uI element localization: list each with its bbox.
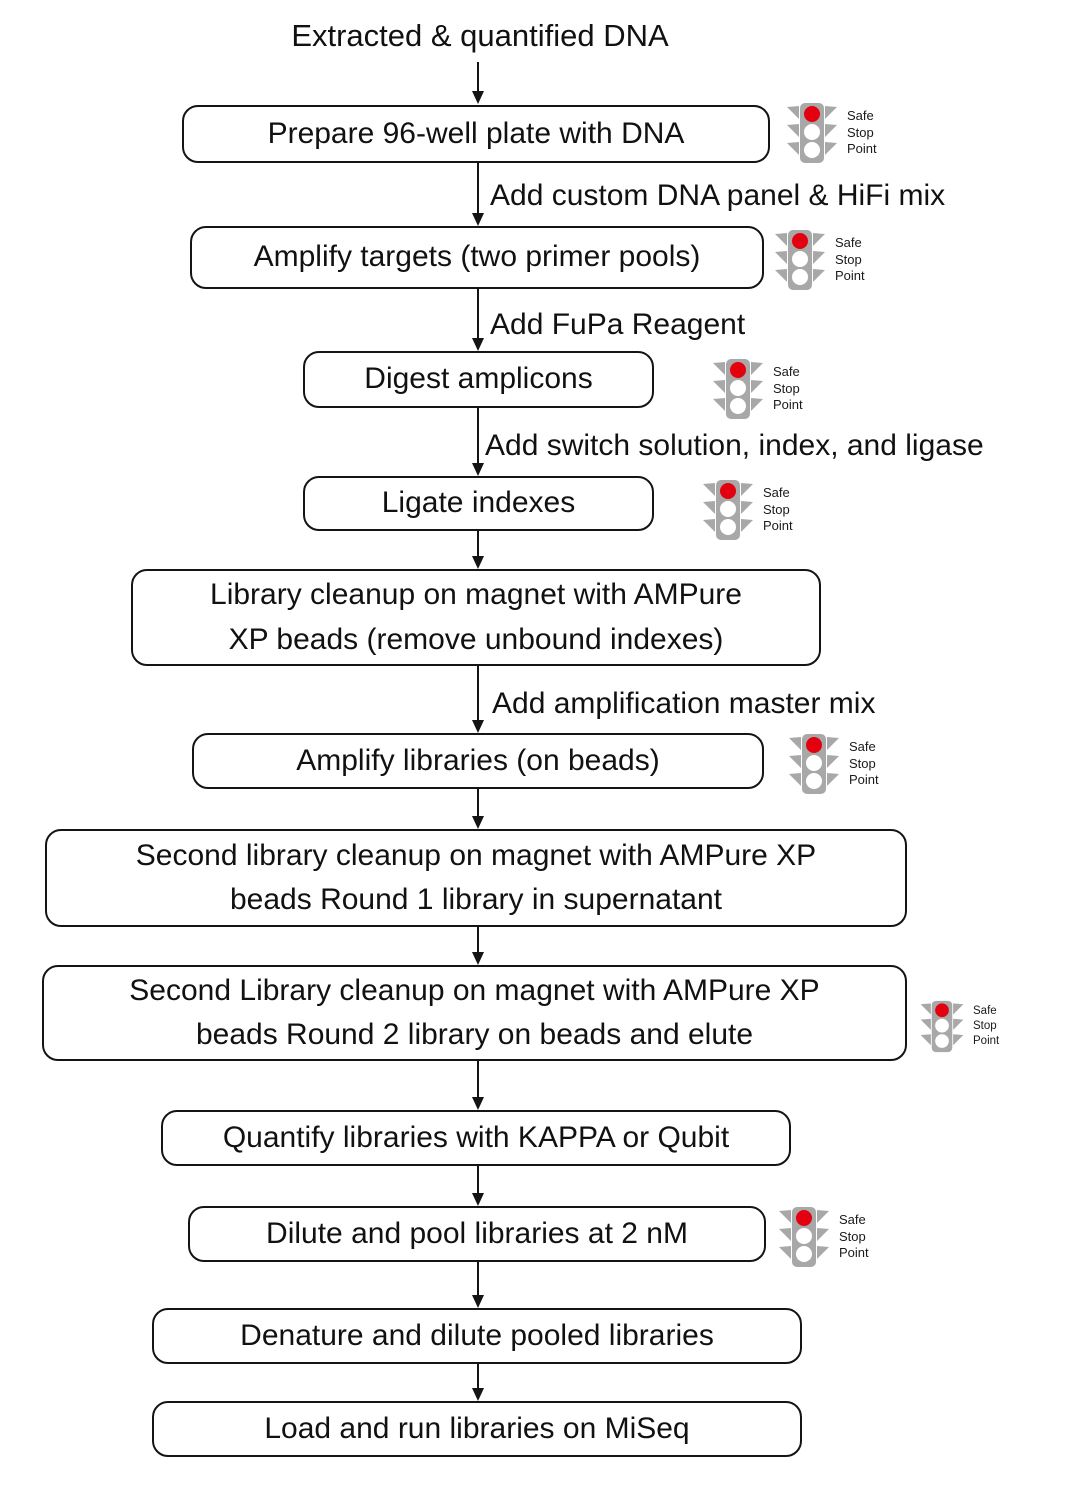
step-label: Amplify libraries (on beads) (296, 743, 660, 777)
flow-step-prepare-plate: Prepare 96-well plate with DNA (182, 105, 770, 163)
traffic-light-icon (787, 103, 837, 163)
step-label: XP beads (remove unbound indexes) (228, 622, 724, 656)
flow-arrow (472, 531, 484, 569)
flow-arrow (472, 163, 484, 226)
step-label: Library cleanup on magnet with AMPure (210, 578, 742, 612)
step-label: Dilute and pool libraries at 2 nM (266, 1216, 688, 1250)
safe-stop-point-indicator: Safe Stop Point (786, 733, 879, 795)
flow-step-library-cleanup: Library cleanup on magnet with AMPure XP… (131, 569, 821, 666)
flow-step-load-run-miseq: Load and run libraries on MiSeq (152, 1401, 802, 1457)
safe-stop-point-label: Safe Stop Point (839, 1212, 869, 1261)
step-label: beads Round 2 library on beads and elute (195, 1018, 754, 1051)
traffic-light-icon (789, 734, 839, 794)
edge-label-add-fupa: Add FuPa Reagent (490, 308, 746, 341)
flow-arrow (472, 1166, 484, 1206)
flow-step-second-cleanup-round2: Second Library cleanup on magnet with AM… (42, 965, 907, 1061)
flow-step-dilute-pool: Dilute and pool libraries at 2 nM (188, 1206, 766, 1262)
step-label: Prepare 96-well plate with DNA (267, 116, 685, 150)
safe-stop-point-indicator: Safe Stop Point (700, 479, 793, 541)
traffic-light-icon (713, 359, 763, 419)
safe-stop-point-indicator: Safe Stop Point (776, 1206, 869, 1268)
flow-step-amplify-targets: Amplify targets (two primer pools) (190, 226, 764, 289)
flow-arrow (472, 408, 484, 476)
safe-stop-point-label: Safe Stop Point (847, 108, 877, 157)
traffic-light-icon (779, 1207, 829, 1267)
step-label: Second Library cleanup on magnet with AM… (129, 973, 820, 1007)
flow-step-second-cleanup-round1: Second library cleanup on magnet with AM… (45, 829, 907, 927)
flow-arrow (472, 927, 484, 965)
edge-label-add-panel: Add custom DNA panel & HiFi mix (490, 179, 946, 212)
safe-stop-point-indicator: Safe Stop Point (710, 358, 803, 420)
flow-step-ligate-indexes: Ligate indexes (303, 476, 654, 531)
flow-arrow (472, 1061, 484, 1110)
traffic-light-icon (920, 1000, 964, 1053)
safe-stop-point-indicator: Safe Stop Point (918, 1000, 999, 1053)
flow-step-amplify-libraries: Amplify libraries (on beads) (192, 733, 764, 789)
flow-step-quantify-libraries: Quantify libraries with KAPPA or Qubit (161, 1110, 791, 1166)
step-label: Amplify targets (two primer pools) (253, 240, 701, 274)
step-label: Denature and dilute pooled libraries (240, 1318, 714, 1352)
step-label: Quantify libraries with KAPPA or Qubit (222, 1120, 730, 1154)
traffic-light-icon (703, 480, 753, 540)
traffic-light-icon (775, 230, 825, 290)
flow-arrow (472, 666, 484, 733)
flow-arrow (472, 789, 484, 829)
safe-stop-point-label: Safe Stop Point (849, 739, 879, 788)
flow-arrow (472, 1364, 484, 1401)
flow-arrow (472, 289, 484, 351)
step-label: Load and run libraries on MiSeq (264, 1411, 690, 1445)
safe-stop-point-label: Safe Stop Point (835, 235, 865, 284)
flow-arrow (472, 1262, 484, 1308)
step-label: beads Round 1 library in supernatant (230, 883, 722, 916)
safe-stop-point-indicator: Safe Stop Point (784, 102, 877, 164)
edge-label-add-master: Add amplification master mix (492, 687, 876, 720)
edge-label-add-switch: Add switch solution, index, and ligase (485, 429, 984, 462)
flow-step-denature-dilute: Denature and dilute pooled libraries (152, 1308, 802, 1364)
step-label: Ligate indexes (381, 486, 576, 520)
flow-step-digest-amplicons: Digest amplicons (303, 351, 654, 408)
flow-start-label: Extracted & quantified DNA (291, 18, 669, 53)
step-label: Second library cleanup on magnet with AM… (135, 838, 817, 872)
safe-stop-point-indicator: Safe Stop Point (772, 229, 865, 291)
safe-stop-point-label: Safe Stop Point (973, 1005, 1000, 1047)
step-label: Digest amplicons (364, 362, 593, 396)
safe-stop-point-label: Safe Stop Point (763, 485, 793, 534)
safe-stop-point-label: Safe Stop Point (773, 364, 803, 413)
flow-arrow (472, 62, 484, 104)
